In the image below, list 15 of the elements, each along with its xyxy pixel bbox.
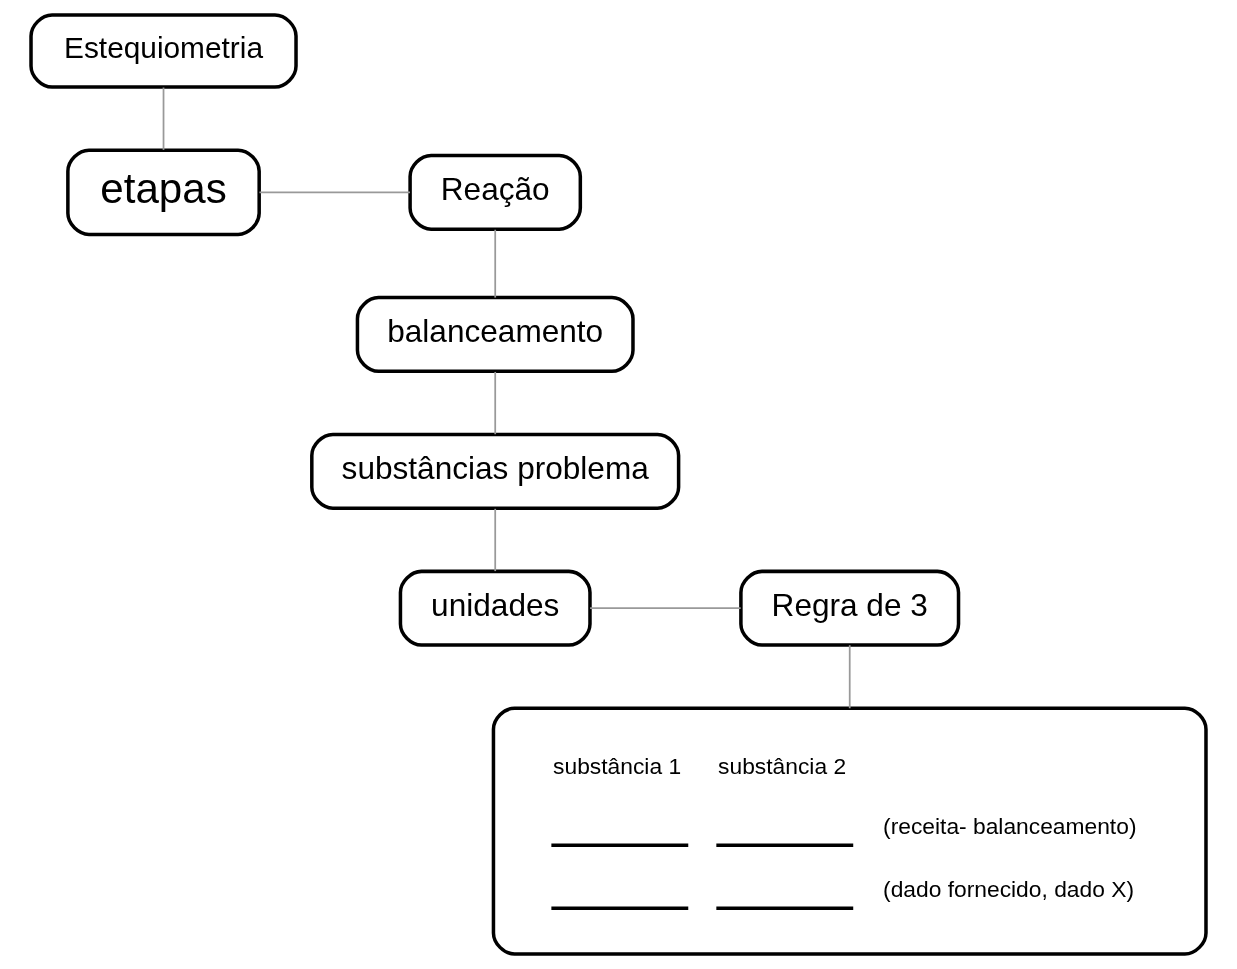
connector [494, 507, 497, 572]
node-box: Regra de 3 [739, 569, 961, 647]
node-box: Reação [408, 153, 583, 231]
node-box: balanceamento [355, 295, 635, 374]
node-box: unidades [398, 569, 592, 647]
connector [162, 86, 165, 151]
connector [258, 191, 411, 194]
connector [494, 371, 497, 436]
connector [494, 228, 497, 299]
connector [848, 644, 851, 710]
node-box: substância 1 substância 2 (receita- balanceamento) (dado fornecido, dado X) [491, 706, 1208, 956]
connector [589, 607, 742, 610]
node-box: substâncias problema [310, 432, 681, 510]
node-box: Estequiometria [29, 13, 298, 89]
node-box: etapas [66, 148, 261, 237]
